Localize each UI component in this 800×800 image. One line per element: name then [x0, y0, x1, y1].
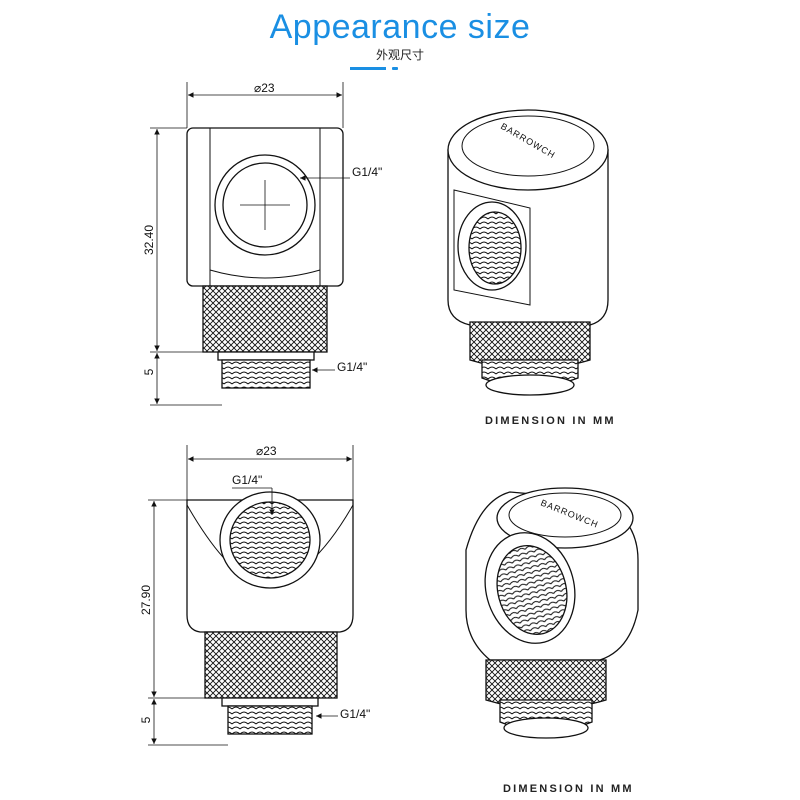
page-title: Appearance size	[269, 8, 531, 46]
bottom-port-label: G1/4"	[232, 473, 262, 487]
bottom-diameter-label: ⌀23	[256, 444, 277, 458]
top-diameter-label: ⌀23	[254, 81, 275, 95]
top-dimension-caption: DIMENSION IN MM	[485, 415, 616, 427]
top-perspective-view	[447, 109, 609, 396]
bottom-dimension-caption: DIMENSION IN MM	[503, 783, 634, 795]
top-front-view	[150, 82, 350, 406]
top-height-label: 32.40	[142, 225, 156, 255]
bottom-height-label: 27.90	[139, 585, 153, 615]
top-thread-height-label: 5	[142, 368, 156, 375]
bottom-front-view	[148, 445, 354, 746]
title-underline	[350, 67, 386, 70]
page-subtitle: 外观尺寸	[375, 48, 424, 62]
bottom-thread-label: G1/4"	[340, 707, 370, 721]
top-thread-label: G1/4"	[337, 360, 367, 374]
top-port-label: G1/4"	[352, 165, 382, 179]
bottom-perspective-view	[465, 487, 639, 739]
bottom-thread-height-label: 5	[139, 716, 153, 723]
title-underline-dot	[392, 67, 398, 70]
